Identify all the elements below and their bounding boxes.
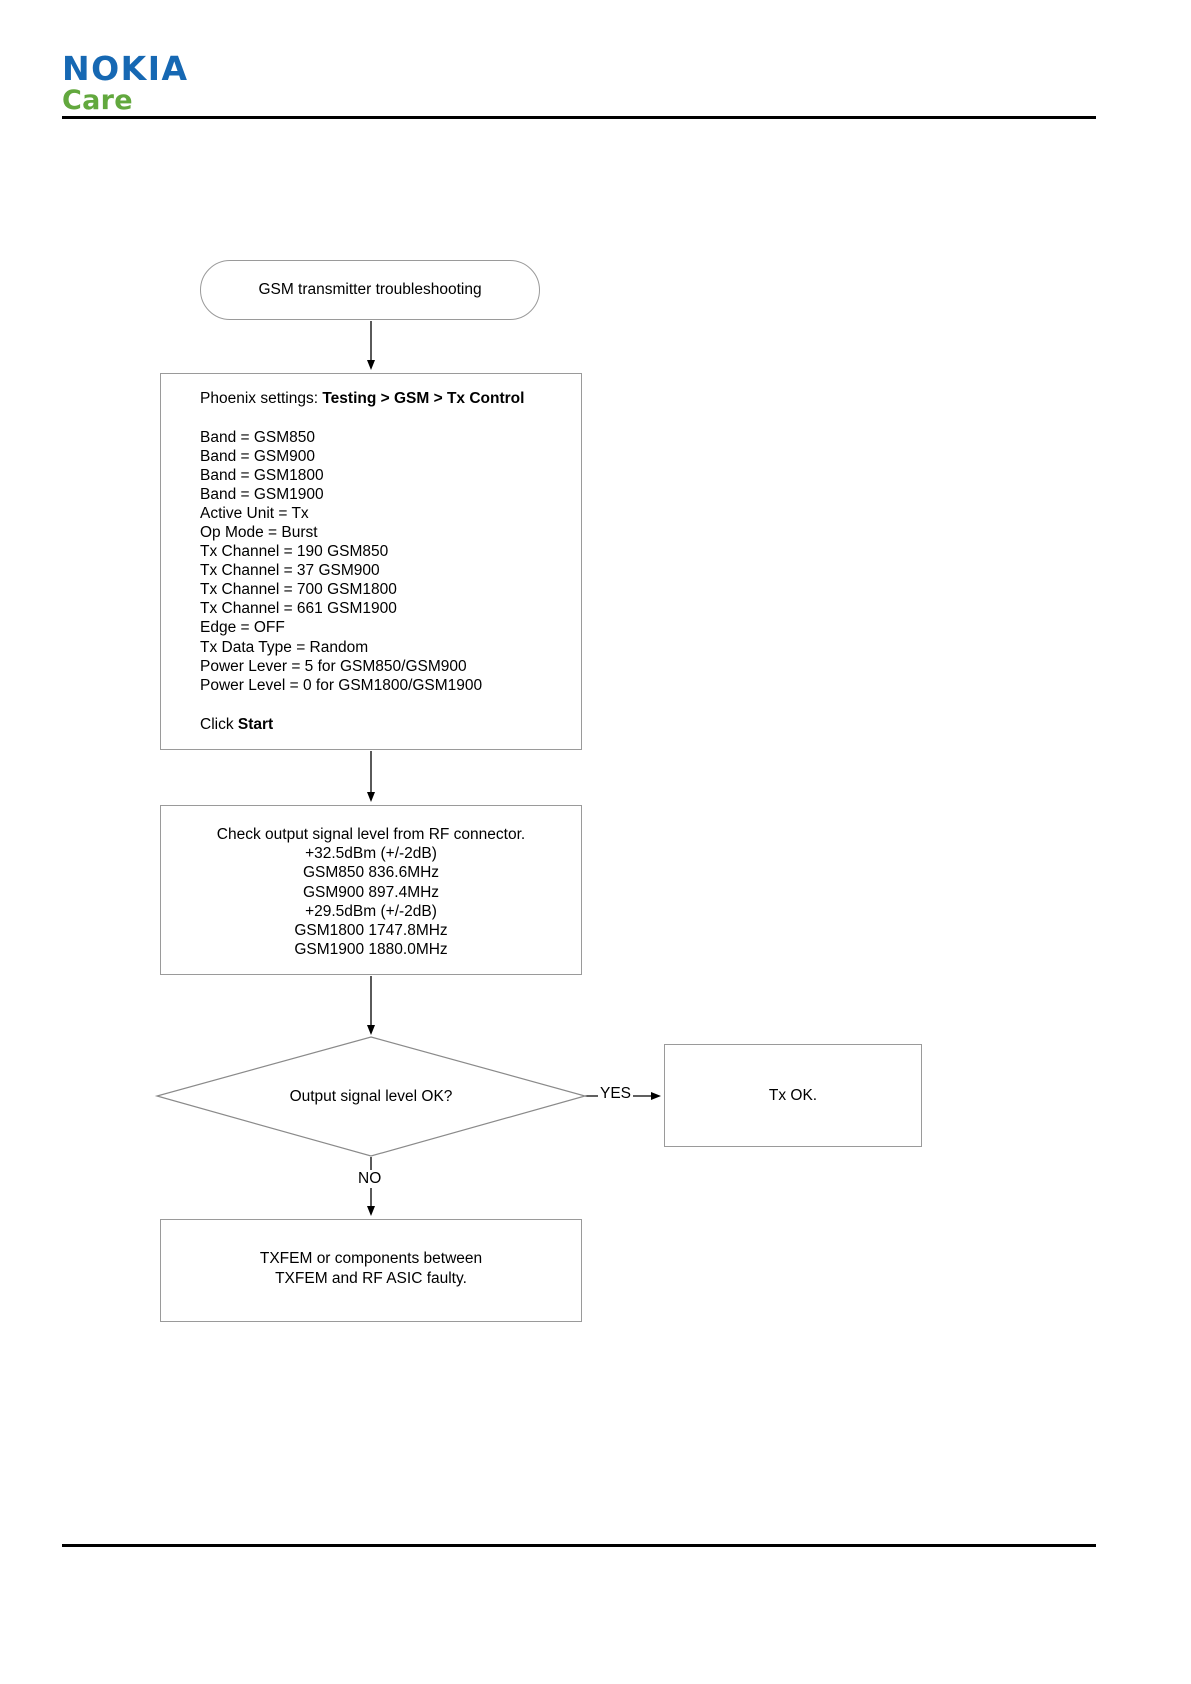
check-line: GSM1800 1747.8MHz	[294, 922, 448, 940]
flow-node-tx-ok: Tx OK.	[664, 1044, 922, 1147]
setting-line: Active Unit = Tx	[200, 504, 309, 522]
fault-line-2: TXFEM and RF ASIC faulty.	[275, 1269, 467, 1287]
check-line: GSM850 836.6MHz	[302, 864, 440, 882]
click-action: Start	[237, 715, 274, 733]
setting-line: Band = GSM1900	[200, 485, 324, 503]
setting-line: Band = GSM900	[200, 447, 316, 465]
edge-label-no: NO	[356, 1170, 384, 1188]
check-line: GSM900 897.4MHz	[302, 883, 440, 901]
setting-line: Tx Channel = 37 GSM900	[200, 562, 380, 580]
flow-node-fault: TXFEM or components between TXFEM and RF…	[160, 1219, 582, 1322]
check-line: +29.5dBm (+/-2dB)	[305, 902, 437, 920]
header-divider	[62, 116, 1096, 119]
phoenix-settings-click-instruction: Click Start	[200, 717, 581, 733]
nokia-care-logo: NOKIA Care	[62, 49, 402, 117]
check-line: Check output signal level from RF connec…	[216, 826, 526, 843]
setting-line: Tx Channel = 661 GSM1900	[200, 600, 397, 618]
setting-line: Tx Data Type = Random	[200, 638, 369, 656]
phoenix-settings-title-path: Testing > GSM > Tx Control	[322, 390, 525, 407]
setting-line: Band = GSM850	[200, 428, 316, 446]
setting-line: Tx Channel = 700 GSM1800	[200, 581, 397, 599]
setting-line: Power Lever = 5 for GSM850/GSM900	[200, 657, 467, 675]
setting-line: Band = GSM1800	[200, 466, 324, 484]
flow-node-decision: Output signal level OK?	[157, 1037, 585, 1157]
setting-line: Power Level = 0 for GSM1800/GSM1900	[200, 676, 483, 694]
flow-node-start: GSM transmitter troubleshooting	[200, 260, 540, 320]
phoenix-settings-title: Phoenix settings: Testing > GSM > Tx Con…	[200, 391, 581, 407]
flow-node-start-label: GSM transmitter troubleshooting	[258, 281, 482, 298]
flow-node-phoenix-settings: Phoenix settings: Testing > GSM > Tx Con…	[160, 373, 582, 750]
nokia-wordmark: NOKIA	[62, 49, 189, 88]
click-prefix: Click	[200, 715, 238, 733]
care-wordmark: Care	[62, 85, 133, 117]
phoenix-settings-list: Band = GSM850 Band = GSM900 Band = GSM18…	[200, 428, 581, 695]
check-line: GSM1900 1880.0MHz	[294, 941, 448, 959]
setting-line: Op Mode = Burst	[200, 523, 318, 541]
tx-ok-label: Tx OK.	[768, 1086, 818, 1104]
edge-label-yes: YES	[598, 1085, 634, 1103]
setting-line: Tx Channel = 190 GSM850	[200, 543, 389, 561]
check-line: +32.5dBm (+/-2dB)	[305, 845, 437, 863]
fault-line-1: TXFEM or components between	[259, 1250, 483, 1267]
phoenix-settings-title-prefix: Phoenix settings:	[200, 390, 323, 407]
setting-line: Edge = OFF	[200, 619, 285, 637]
footer-divider	[62, 1544, 1096, 1547]
flow-node-check-output-level: Check output signal level from RF connec…	[160, 805, 582, 975]
decision-label: Output signal level OK?	[289, 1088, 453, 1105]
